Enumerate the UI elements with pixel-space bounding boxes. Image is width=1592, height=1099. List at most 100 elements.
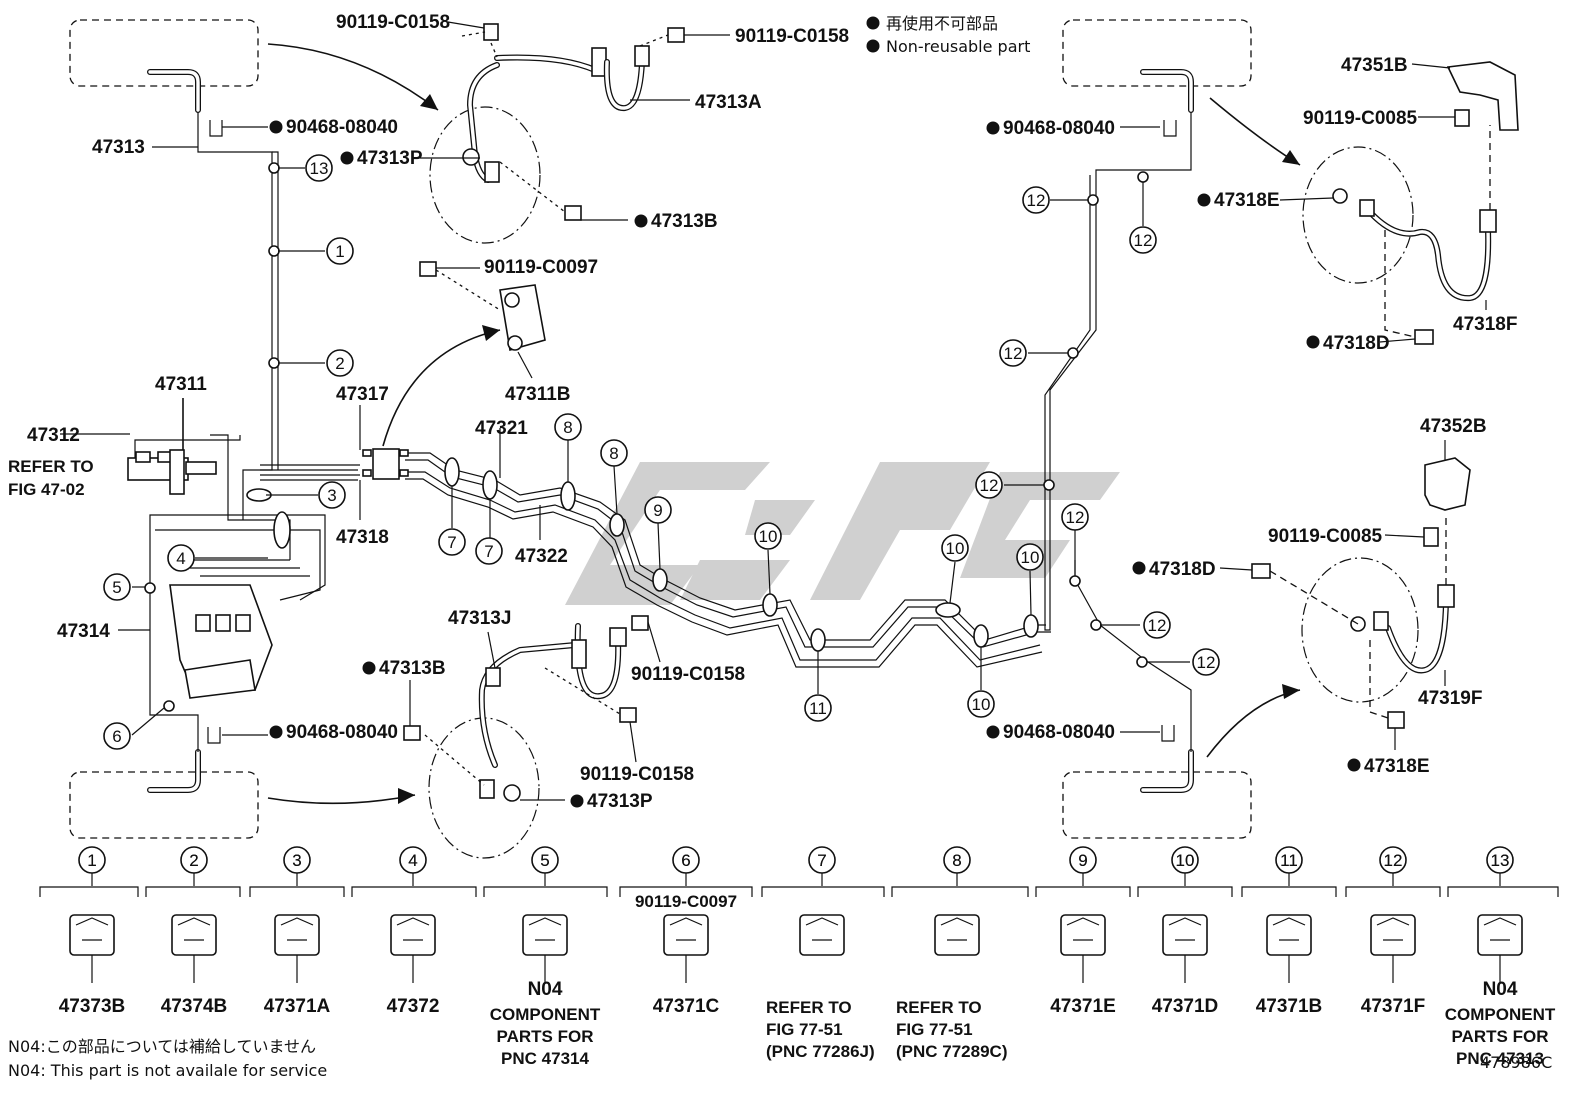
parts-table-code: 47373B [59, 996, 126, 1017]
callout: 11 [804, 694, 832, 722]
callout: 12 [1129, 226, 1157, 254]
watermark-logo [565, 462, 1120, 605]
part-sketch [799, 914, 845, 956]
callout-number: 7 [817, 851, 826, 870]
svg-text:12: 12 [1197, 653, 1216, 672]
callout-number: 5 [540, 851, 549, 870]
part-label: 90468-08040 [1003, 118, 1115, 139]
callout-number: 12 [1384, 851, 1403, 870]
callout-number: 5 [540, 851, 549, 870]
parts-table-header: 90119-C0097 [635, 892, 737, 911]
part-label: 47311 [155, 374, 207, 395]
callout: 9 [644, 496, 672, 524]
part-sketch [1162, 914, 1208, 956]
svg-text:12: 12 [1148, 616, 1167, 635]
part-label: 47312 [27, 425, 80, 446]
part-label: 47313 [92, 137, 145, 158]
callout-number: 4 [408, 851, 417, 870]
part-label: 47313B [651, 211, 718, 232]
parts-table-text: PARTS FOR [497, 1027, 594, 1046]
part-label: 90119-C0158 [580, 764, 694, 785]
part-sketch [274, 914, 320, 956]
svg-text:10: 10 [1021, 548, 1040, 567]
callout: 2 [326, 349, 354, 377]
clip-90468 [207, 120, 1177, 744]
abs-actuator [155, 529, 321, 699]
refer-label: FIG 47-02 [8, 480, 85, 499]
part-sketch [1370, 914, 1416, 956]
master-cylinder [127, 398, 217, 495]
arrows [267, 43, 1301, 805]
callout-number: 4 [408, 851, 417, 870]
parts-table-text: COMPONENT [1445, 1005, 1556, 1024]
footer-note-en: N04: This part is not availale for servi… [8, 1061, 327, 1080]
part-label: 90468-08040 [286, 722, 398, 743]
svg-text:1: 1 [335, 242, 344, 261]
parts-table-code: 47371B [1256, 996, 1323, 1017]
line-clips [246, 457, 1039, 652]
callout-number: 12 [1384, 851, 1403, 870]
part-label: 47313B [379, 658, 446, 679]
callout-number: 10 [1176, 851, 1195, 870]
rear-right-caliper-zone [1301, 557, 1419, 703]
front-right-caliper-zone [1302, 146, 1414, 284]
parts-table-code: 47371D [1152, 996, 1219, 1017]
callout: 3 [318, 481, 346, 509]
callout-number: 3 [292, 851, 301, 870]
parts-table-cell: 4 47372 [351, 846, 477, 1017]
note-en: Non-reusable part [886, 37, 1030, 56]
parts-table-text: FIG 77-51 [896, 1020, 973, 1039]
part-sketch [1266, 914, 1312, 956]
svg-text:11: 11 [809, 699, 827, 718]
callout-number: 13 [1491, 851, 1510, 870]
svg-text:12: 12 [980, 476, 999, 495]
callout: 6 [103, 722, 131, 750]
callout: 8 [554, 413, 582, 441]
parts-table-code: 47372 [387, 996, 440, 1017]
callout: 12 [975, 471, 1003, 499]
note-jp: 再使用不可部品 [886, 14, 998, 33]
part-sketch [522, 914, 568, 956]
callout: 12 [1022, 186, 1050, 214]
parts-table-text: FIG 77-51 [766, 1020, 843, 1039]
callout: 13 [305, 154, 333, 182]
svg-text:2: 2 [335, 354, 344, 373]
part-label: 47313P [357, 148, 423, 169]
parts-table-cell: 10 47371D [1137, 846, 1233, 1017]
svg-text:10: 10 [972, 695, 991, 714]
parts-table-code: N04 [1483, 979, 1518, 1000]
callout-number: 9 [1078, 851, 1087, 870]
parts-table-text: (PNC 77286J) [766, 1042, 875, 1061]
refer-label: REFER TO [8, 457, 94, 476]
footer-note-jp: N04:この部品については補給していません [8, 1037, 316, 1056]
callout: 12 [1192, 648, 1220, 676]
svg-text:8: 8 [563, 418, 572, 437]
part-label: 47318F [1453, 314, 1517, 335]
callout-number: 8 [952, 851, 961, 870]
callout-number: 10 [1176, 851, 1195, 870]
parts-table-text: (PNC 77289C) [896, 1042, 1008, 1061]
part-label: 47318D [1149, 559, 1216, 580]
part-sketch [1060, 914, 1106, 956]
part-label: 90468-08040 [1003, 722, 1115, 743]
part-label: 90119-C0158 [735, 26, 849, 47]
svg-text:12: 12 [1027, 191, 1046, 210]
svg-text:13: 13 [310, 159, 329, 178]
front-left-caliper-zone [429, 106, 541, 244]
non-reusable-dots [269, 120, 1361, 808]
part-label: 47313P [587, 791, 653, 812]
part-label: 47313J [448, 608, 511, 629]
part-label: 47352B [1420, 416, 1487, 437]
parts-table-text: PNC 47314 [501, 1049, 589, 1068]
part-label: 47351B [1341, 55, 1408, 76]
part-sketch [171, 914, 217, 956]
svg-text:3: 3 [327, 486, 336, 505]
